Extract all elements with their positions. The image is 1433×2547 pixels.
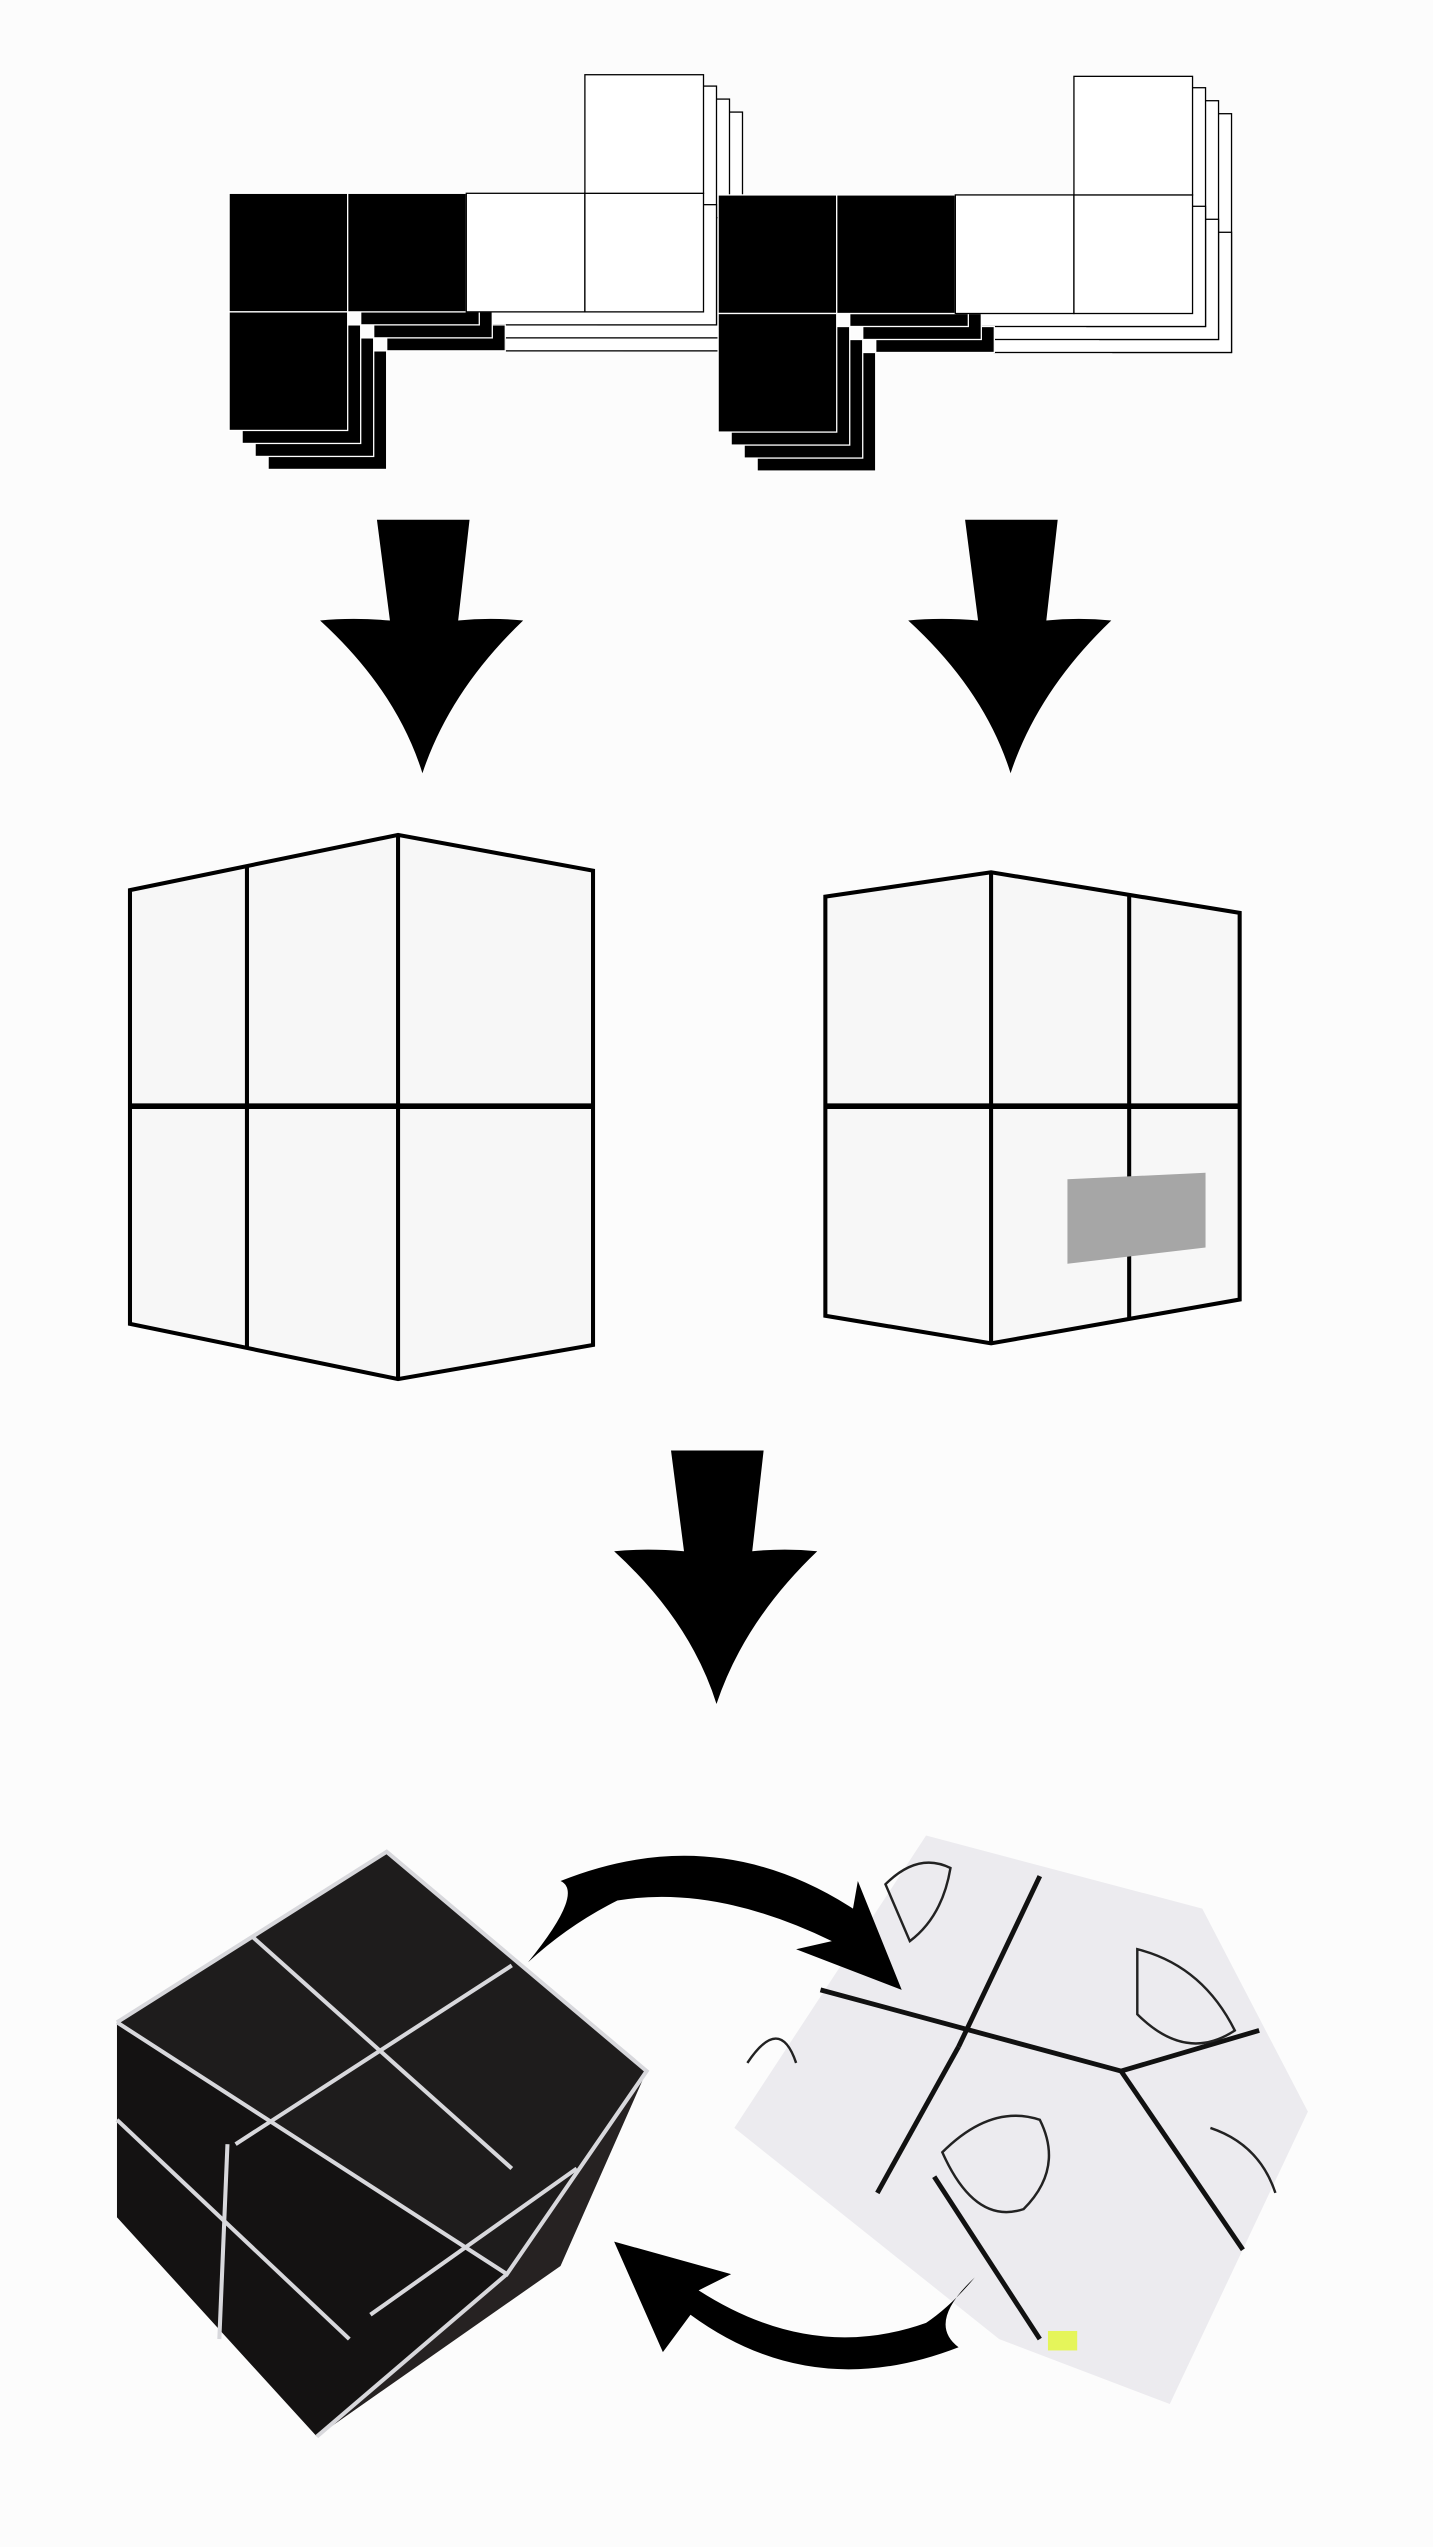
cube-net-right (717, 75, 1233, 472)
cube-net-left (228, 74, 744, 471)
arrow-down-icon (614, 1450, 818, 1704)
sticker (1047, 2330, 1078, 2351)
curved-arrow-icon (614, 2241, 975, 2370)
dark-photo-cube (115, 1849, 650, 2439)
sticker (1067, 1172, 1206, 1264)
arrow-down-icon (908, 519, 1112, 774)
arrow-down-icon (320, 519, 524, 774)
curved-arrow-icon (528, 1855, 902, 1990)
folded-cube-right (823, 870, 1242, 1346)
folded-cube-left (127, 832, 596, 1382)
